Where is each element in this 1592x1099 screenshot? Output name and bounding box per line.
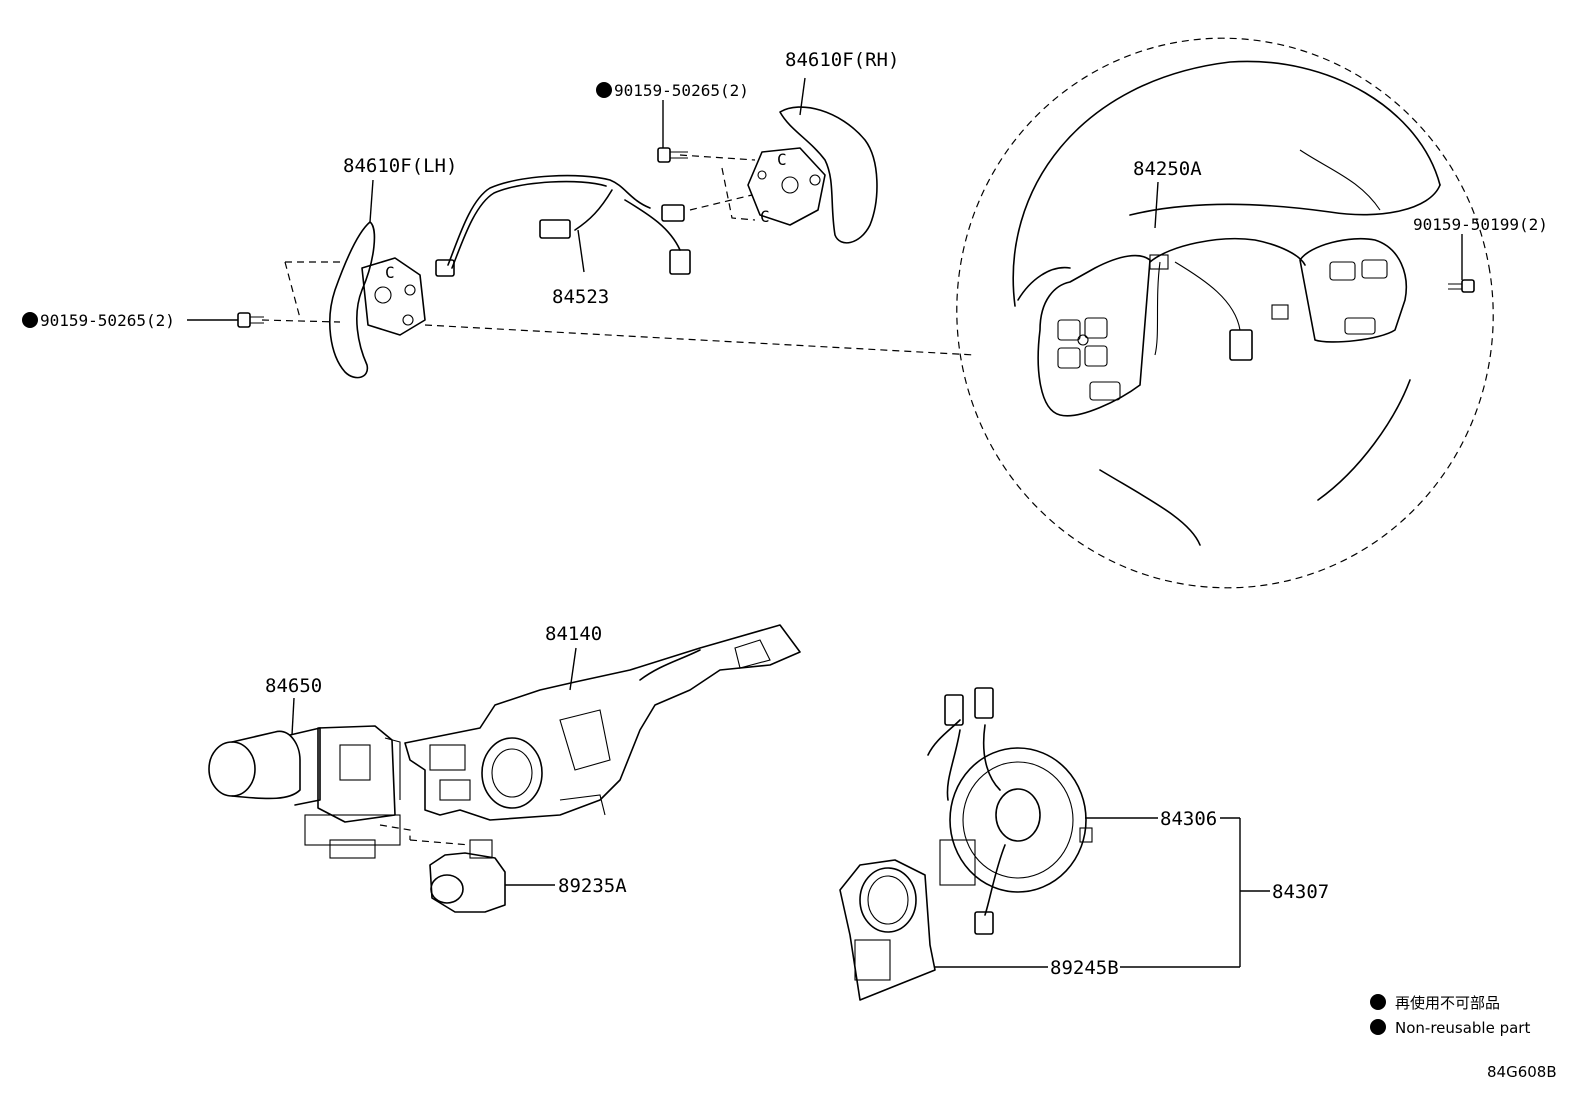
- combo-switch-84140: [404, 624, 801, 821]
- spiral-cable-84306: [927, 687, 1093, 935]
- label-wiper-switch: 84650: [265, 675, 322, 697]
- label-bolt-left: 90159-50265(2): [40, 311, 175, 330]
- wiper-switch-84650: [208, 725, 401, 859]
- label-paddle-lh: 84610F(LH): [343, 155, 457, 177]
- label-sub-switch: 89235A: [558, 875, 627, 897]
- harness-84523: [435, 174, 691, 277]
- paddle-rh: C C: [747, 106, 878, 244]
- legend: 再使用不可部品 Non-reusable part: [1370, 994, 1530, 1037]
- non-reusable-dot-left: [22, 312, 38, 328]
- label-spiral-cable: 84306: [1160, 808, 1217, 830]
- sub-switch-89235A: [379, 824, 506, 913]
- screw-right: [1448, 279, 1475, 293]
- svg-text:C: C: [777, 150, 787, 169]
- legend-dot-jp: [1370, 994, 1386, 1010]
- dashed-connections-top: [261, 154, 976, 356]
- label-spiral-assy: 84307: [1272, 881, 1329, 903]
- non-reusable-dot-top: [596, 82, 612, 98]
- wheel-switch-84250A: [1037, 237, 1407, 417]
- paddle-lh: C: [329, 221, 426, 379]
- label-bolt-right: 90159-50199(2): [1413, 215, 1548, 234]
- legend-text-en: Non-reusable part: [1395, 1019, 1530, 1037]
- label-combo-switch: 84140: [545, 623, 602, 645]
- svg-text:C: C: [760, 207, 770, 226]
- screw-top: [657, 147, 688, 163]
- label-harness: 84523: [552, 286, 609, 308]
- diagram-code: 84G608B: [1487, 1063, 1557, 1081]
- screw-left: [237, 312, 264, 328]
- steering-sensor-89245B: [839, 859, 936, 1001]
- label-bolt-top: 90159-50265(2): [614, 81, 749, 100]
- label-paddle-rh: 84610F(RH): [785, 49, 899, 71]
- label-wheel-switch: 84250A: [1133, 158, 1202, 180]
- svg-text:C: C: [385, 263, 395, 282]
- legend-text-jp: 再使用不可部品: [1395, 994, 1500, 1012]
- steering-wheel-outline: [956, 37, 1494, 589]
- leader-lines: [187, 77, 1463, 968]
- legend-dot-en: [1370, 1019, 1386, 1035]
- label-steering-sensor: 89245B: [1050, 957, 1119, 979]
